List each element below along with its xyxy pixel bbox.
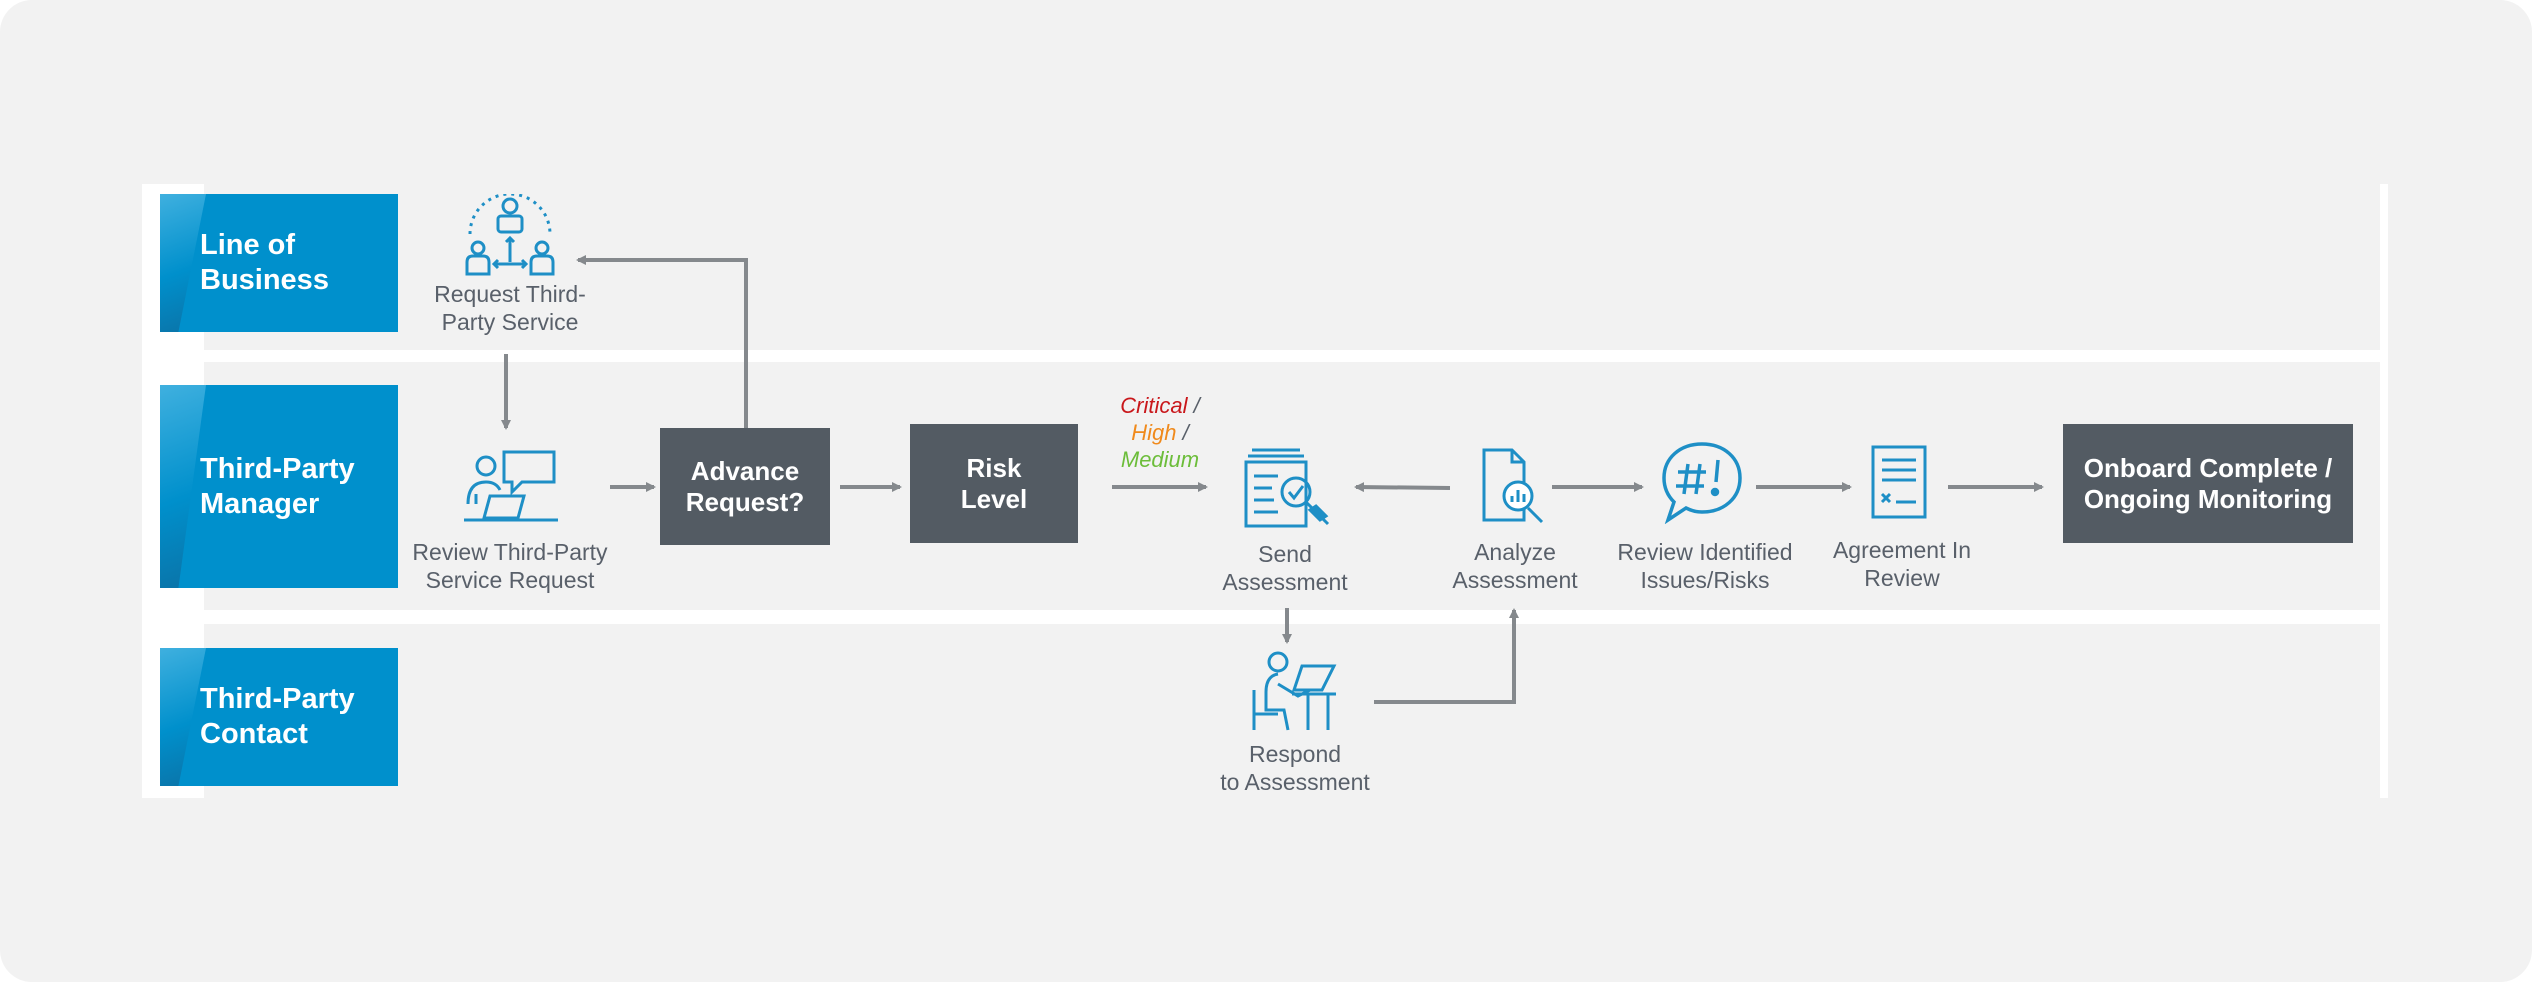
person-laptop-chat-icon xyxy=(462,448,562,524)
risk-level-box: Risk Level xyxy=(910,424,1078,543)
arrow-analyze-to-send xyxy=(1354,482,1451,493)
analyze-assessment-caption: Analyze Assessment xyxy=(1452,539,1578,593)
review-issues-caption: Review Identified Issues/Risks xyxy=(1617,539,1793,593)
lane-label: Third-Party Contact xyxy=(200,683,355,750)
lane-header-third-party-contact: Third-Party Contact xyxy=(160,648,398,786)
send-assessment-caption: Send Assessment xyxy=(1222,541,1348,595)
risk-medium-label: Medium xyxy=(1120,447,1200,472)
arrow-respond-to-analyze xyxy=(1374,608,1519,704)
lane-label: Line of Business xyxy=(200,229,329,296)
signed-document-icon xyxy=(1870,444,1930,520)
onboard-complete-box: Onboard Complete / Ongoing Monitoring xyxy=(2063,424,2353,543)
speech-bubble-hash-icon xyxy=(1660,440,1744,524)
lane-label: Third-Party Manager xyxy=(200,452,355,520)
review-request-caption: Review Third-Party Service Request xyxy=(412,539,608,593)
arrow-advance-back-to-request xyxy=(576,255,748,428)
respond-assessment-caption: Respond to Assessment xyxy=(1220,741,1370,795)
lane-band-line-of-business xyxy=(204,184,2380,350)
risk-levels-annotation: Critical / High / Medium xyxy=(1120,393,1200,472)
person-at-desk-icon xyxy=(1248,650,1338,734)
agreement-review-caption: Agreement In Review xyxy=(1832,537,1972,591)
advance-request-decision: Advance Request? xyxy=(660,428,830,545)
lane-header-third-party-manager: Third-Party Manager xyxy=(160,385,398,588)
request-service-caption: Request Third- Party Service xyxy=(434,281,586,335)
risk-high-label: High xyxy=(1131,420,1177,445)
risk-critical-label: Critical xyxy=(1120,393,1188,418)
team-network-icon xyxy=(464,194,556,276)
document-chart-search-icon xyxy=(1480,446,1546,524)
lane-header-line-of-business: Line of Business xyxy=(160,194,398,332)
document-check-search-icon xyxy=(1244,444,1336,530)
lane-band-third-party-contact xyxy=(204,624,2380,798)
